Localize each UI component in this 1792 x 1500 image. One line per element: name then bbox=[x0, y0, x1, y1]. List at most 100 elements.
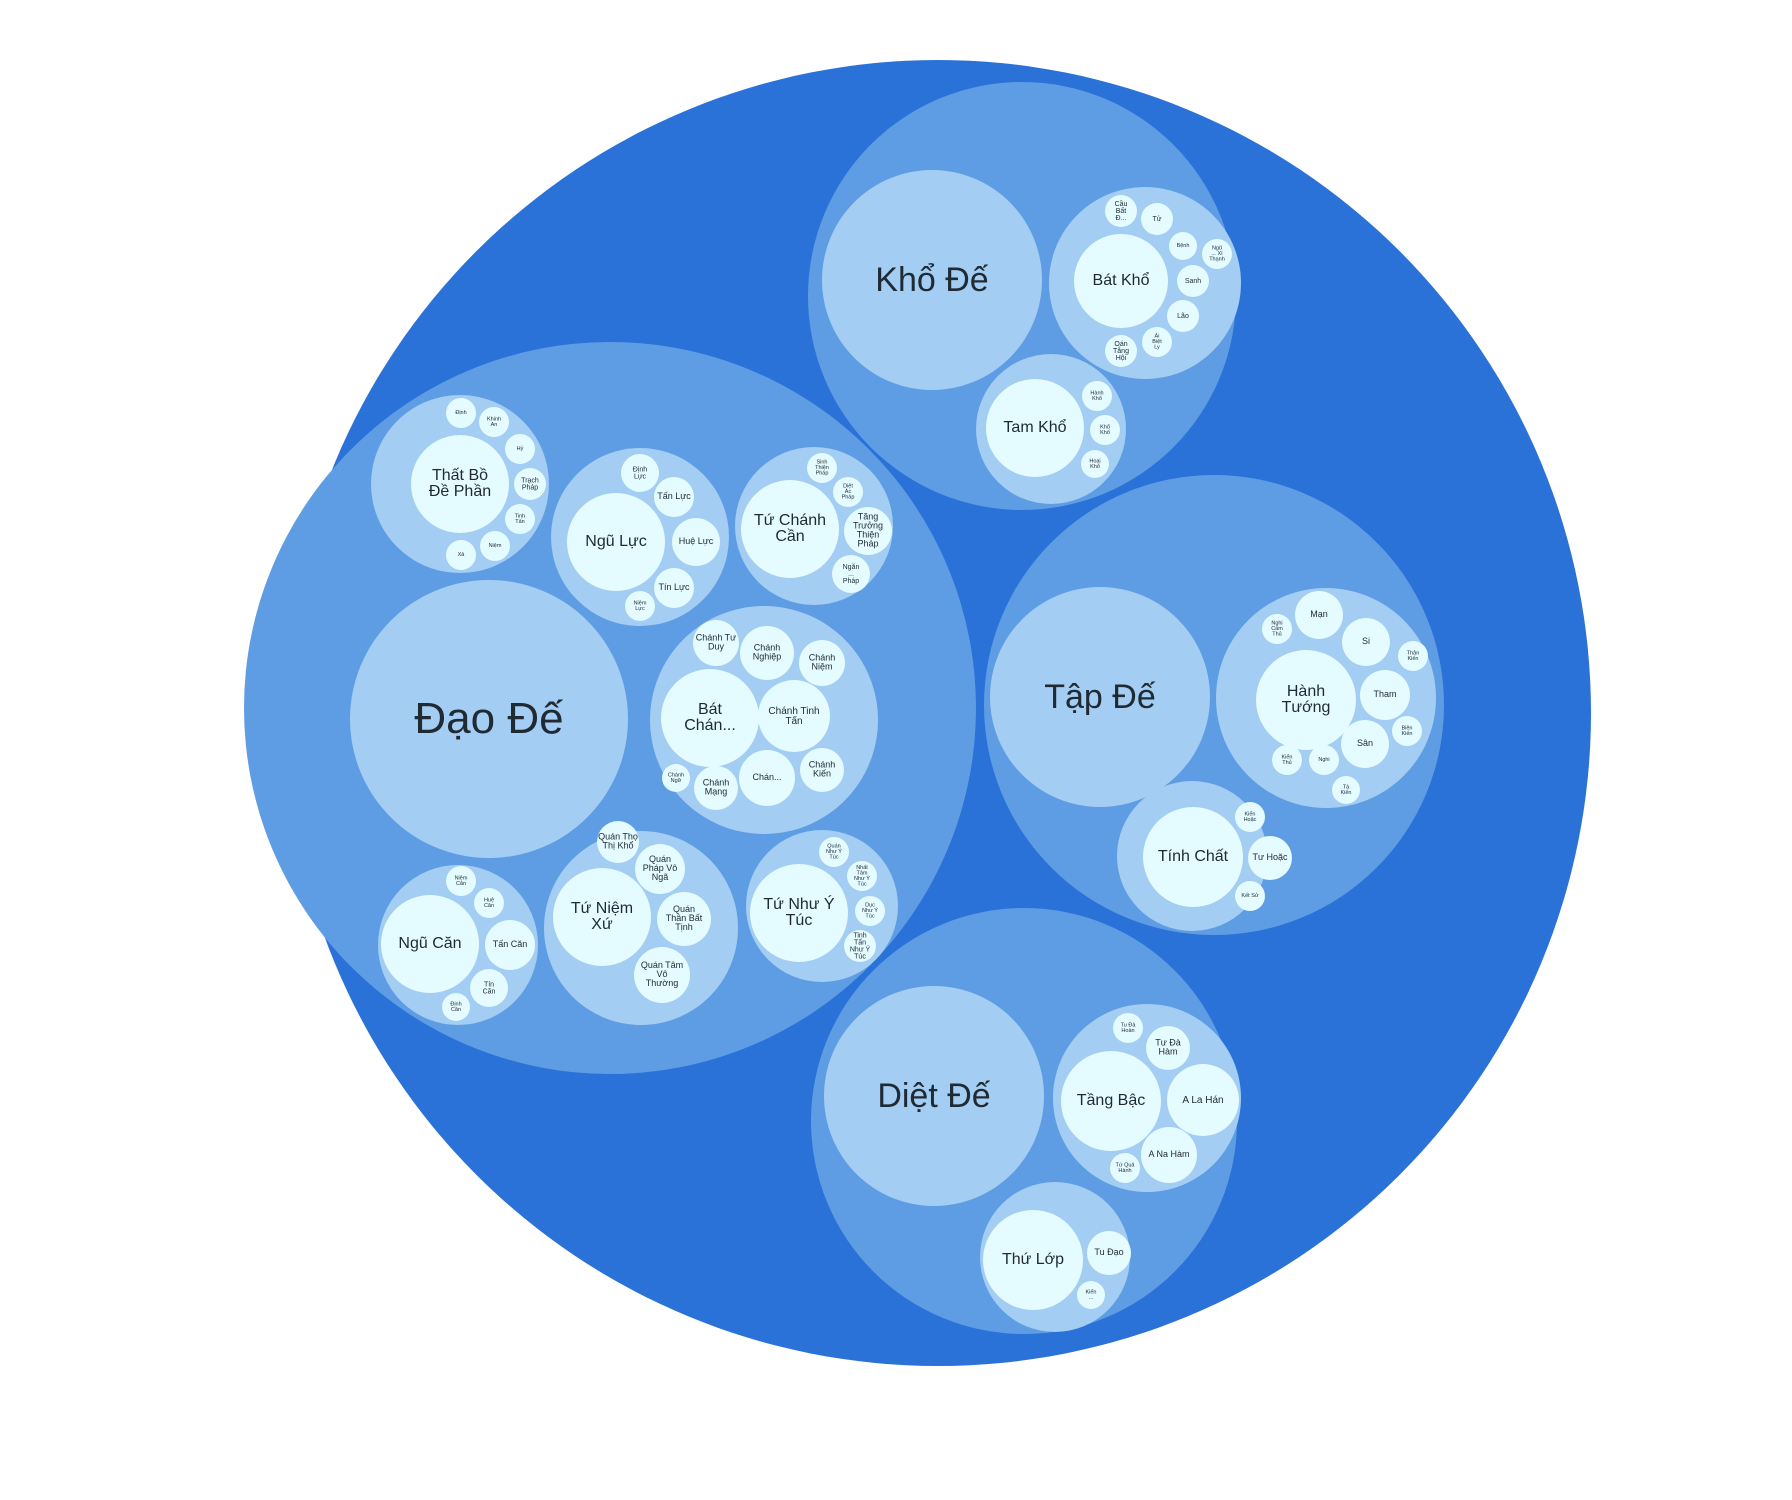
leaf-circle-diet-ac-phap bbox=[833, 477, 863, 507]
leaf-circle-tinh-tan bbox=[505, 504, 535, 534]
node-core-ngu-luc bbox=[567, 493, 665, 591]
leaf-circle-quan-tho-thi-kho bbox=[597, 821, 639, 863]
leaf-circle-kho-kho bbox=[1090, 415, 1120, 445]
leaf-circle-san bbox=[1341, 720, 1389, 768]
node-core-tu-nhu-y-tuc bbox=[750, 864, 848, 962]
node-label-ngu-can: Ngũ Căn bbox=[398, 935, 461, 952]
leaf-circle-nghi-cam-thu bbox=[1262, 614, 1292, 644]
node-label-thu-lop: Thứ Lớp bbox=[1002, 1251, 1064, 1268]
leaf-label-a-na-ham: A Na Hàm bbox=[1148, 1149, 1189, 1159]
node-core-that-bo-de-phan bbox=[411, 435, 509, 533]
leaf-label-san: Sân bbox=[1357, 738, 1373, 748]
leaf-circle-dinh bbox=[446, 398, 476, 428]
leaf-circle-chanh-tinh-tan bbox=[758, 680, 830, 752]
leaf-circle-sinh-thien-phap bbox=[807, 453, 837, 483]
leaf-label-si: Si bbox=[1362, 636, 1370, 646]
node-label-tam-kho: Tam Khổ bbox=[1003, 418, 1066, 436]
leaf-label-kien: Kiến... bbox=[1085, 1290, 1096, 1302]
leaf-circle-quan-than-bat-tinh bbox=[657, 892, 711, 946]
leaf-circle-ngan-phap bbox=[832, 555, 870, 593]
leaf-label-niem: Niệm bbox=[489, 543, 502, 549]
leaf-circle-tham bbox=[1360, 670, 1410, 720]
leaf-circle-kien-thu bbox=[1272, 745, 1302, 775]
leaf-circle-si bbox=[1342, 618, 1390, 666]
leaf-circle-ta-kien bbox=[1332, 776, 1360, 804]
leaf-circle-tu-dao bbox=[1087, 1231, 1131, 1275]
leaf-label-hue-luc: Huệ Lực bbox=[679, 536, 714, 546]
leaf-circle-tin-can bbox=[470, 969, 508, 1007]
leaf-circle-sanh bbox=[1177, 265, 1209, 297]
node-label-bat-kho: Bát Khổ bbox=[1093, 271, 1150, 289]
leaf-circle-man bbox=[1295, 591, 1343, 639]
node-label-ngu-luc: Ngũ Lực bbox=[585, 533, 646, 550]
leaf-circle-kien-hoac bbox=[1235, 802, 1265, 832]
node-core-hanh-tuong bbox=[1256, 650, 1356, 750]
leaf-circle-trach-phap bbox=[514, 468, 546, 500]
leaf-circle-hue-can bbox=[474, 888, 504, 918]
leaf-circle-bien-kien bbox=[1392, 716, 1422, 746]
group-core-diet-de bbox=[824, 986, 1044, 1206]
leaf-circle-hy bbox=[505, 434, 535, 464]
leaf-circle-cau-bat-d bbox=[1105, 195, 1137, 227]
leaf-label-man: Mạn bbox=[1310, 609, 1328, 619]
leaf-circle-chanh-kien bbox=[800, 748, 844, 792]
leaf-circle-tu-da-ham bbox=[1146, 1026, 1190, 1070]
leaf-label-lao: Lão bbox=[1177, 313, 1189, 320]
leaf-circle-chanh-tu-duy bbox=[693, 620, 739, 666]
node-core-tinh-chat bbox=[1143, 807, 1243, 907]
leaf-label-benh: Bệnh bbox=[1177, 243, 1190, 249]
leaf-circle-duc-nhu-y-tuc bbox=[855, 896, 885, 926]
node-core-tu-chanh-can bbox=[741, 480, 839, 578]
node-core-bat-chan bbox=[661, 669, 759, 767]
leaf-label-ket-su: Kết Sử bbox=[1241, 892, 1258, 899]
node-core-ngu-can bbox=[381, 895, 479, 993]
leaf-circle-khinh-an bbox=[479, 407, 509, 437]
leaf-circle-kien bbox=[1077, 1281, 1105, 1309]
leaf-label-nghi: Nghi bbox=[1318, 757, 1329, 763]
leaf-label-dinh: Định bbox=[455, 410, 466, 416]
leaf-circle-nhat-tam-nhu-y-tuc bbox=[847, 861, 877, 891]
leaf-label-hy: Hỷ bbox=[517, 445, 524, 452]
leaf-circle-niem-can bbox=[446, 866, 476, 896]
leaf-circle-tu bbox=[1141, 203, 1173, 235]
node-core-bat-kho bbox=[1074, 234, 1168, 328]
leaf-circle-tu-qua-hanh bbox=[1110, 1153, 1140, 1183]
leaf-label-tan-luc: Tấn Lực bbox=[657, 491, 691, 501]
leaf-circle-than-kien bbox=[1398, 641, 1428, 671]
group-label-diet-de: Diệt Đế bbox=[877, 1077, 990, 1115]
node-core-tu-niem-xu bbox=[553, 868, 651, 966]
leaf-circle-xa bbox=[446, 540, 476, 570]
leaf-circle-hanh-kho bbox=[1082, 381, 1112, 411]
leaf-circle-tan-luc bbox=[654, 477, 694, 517]
